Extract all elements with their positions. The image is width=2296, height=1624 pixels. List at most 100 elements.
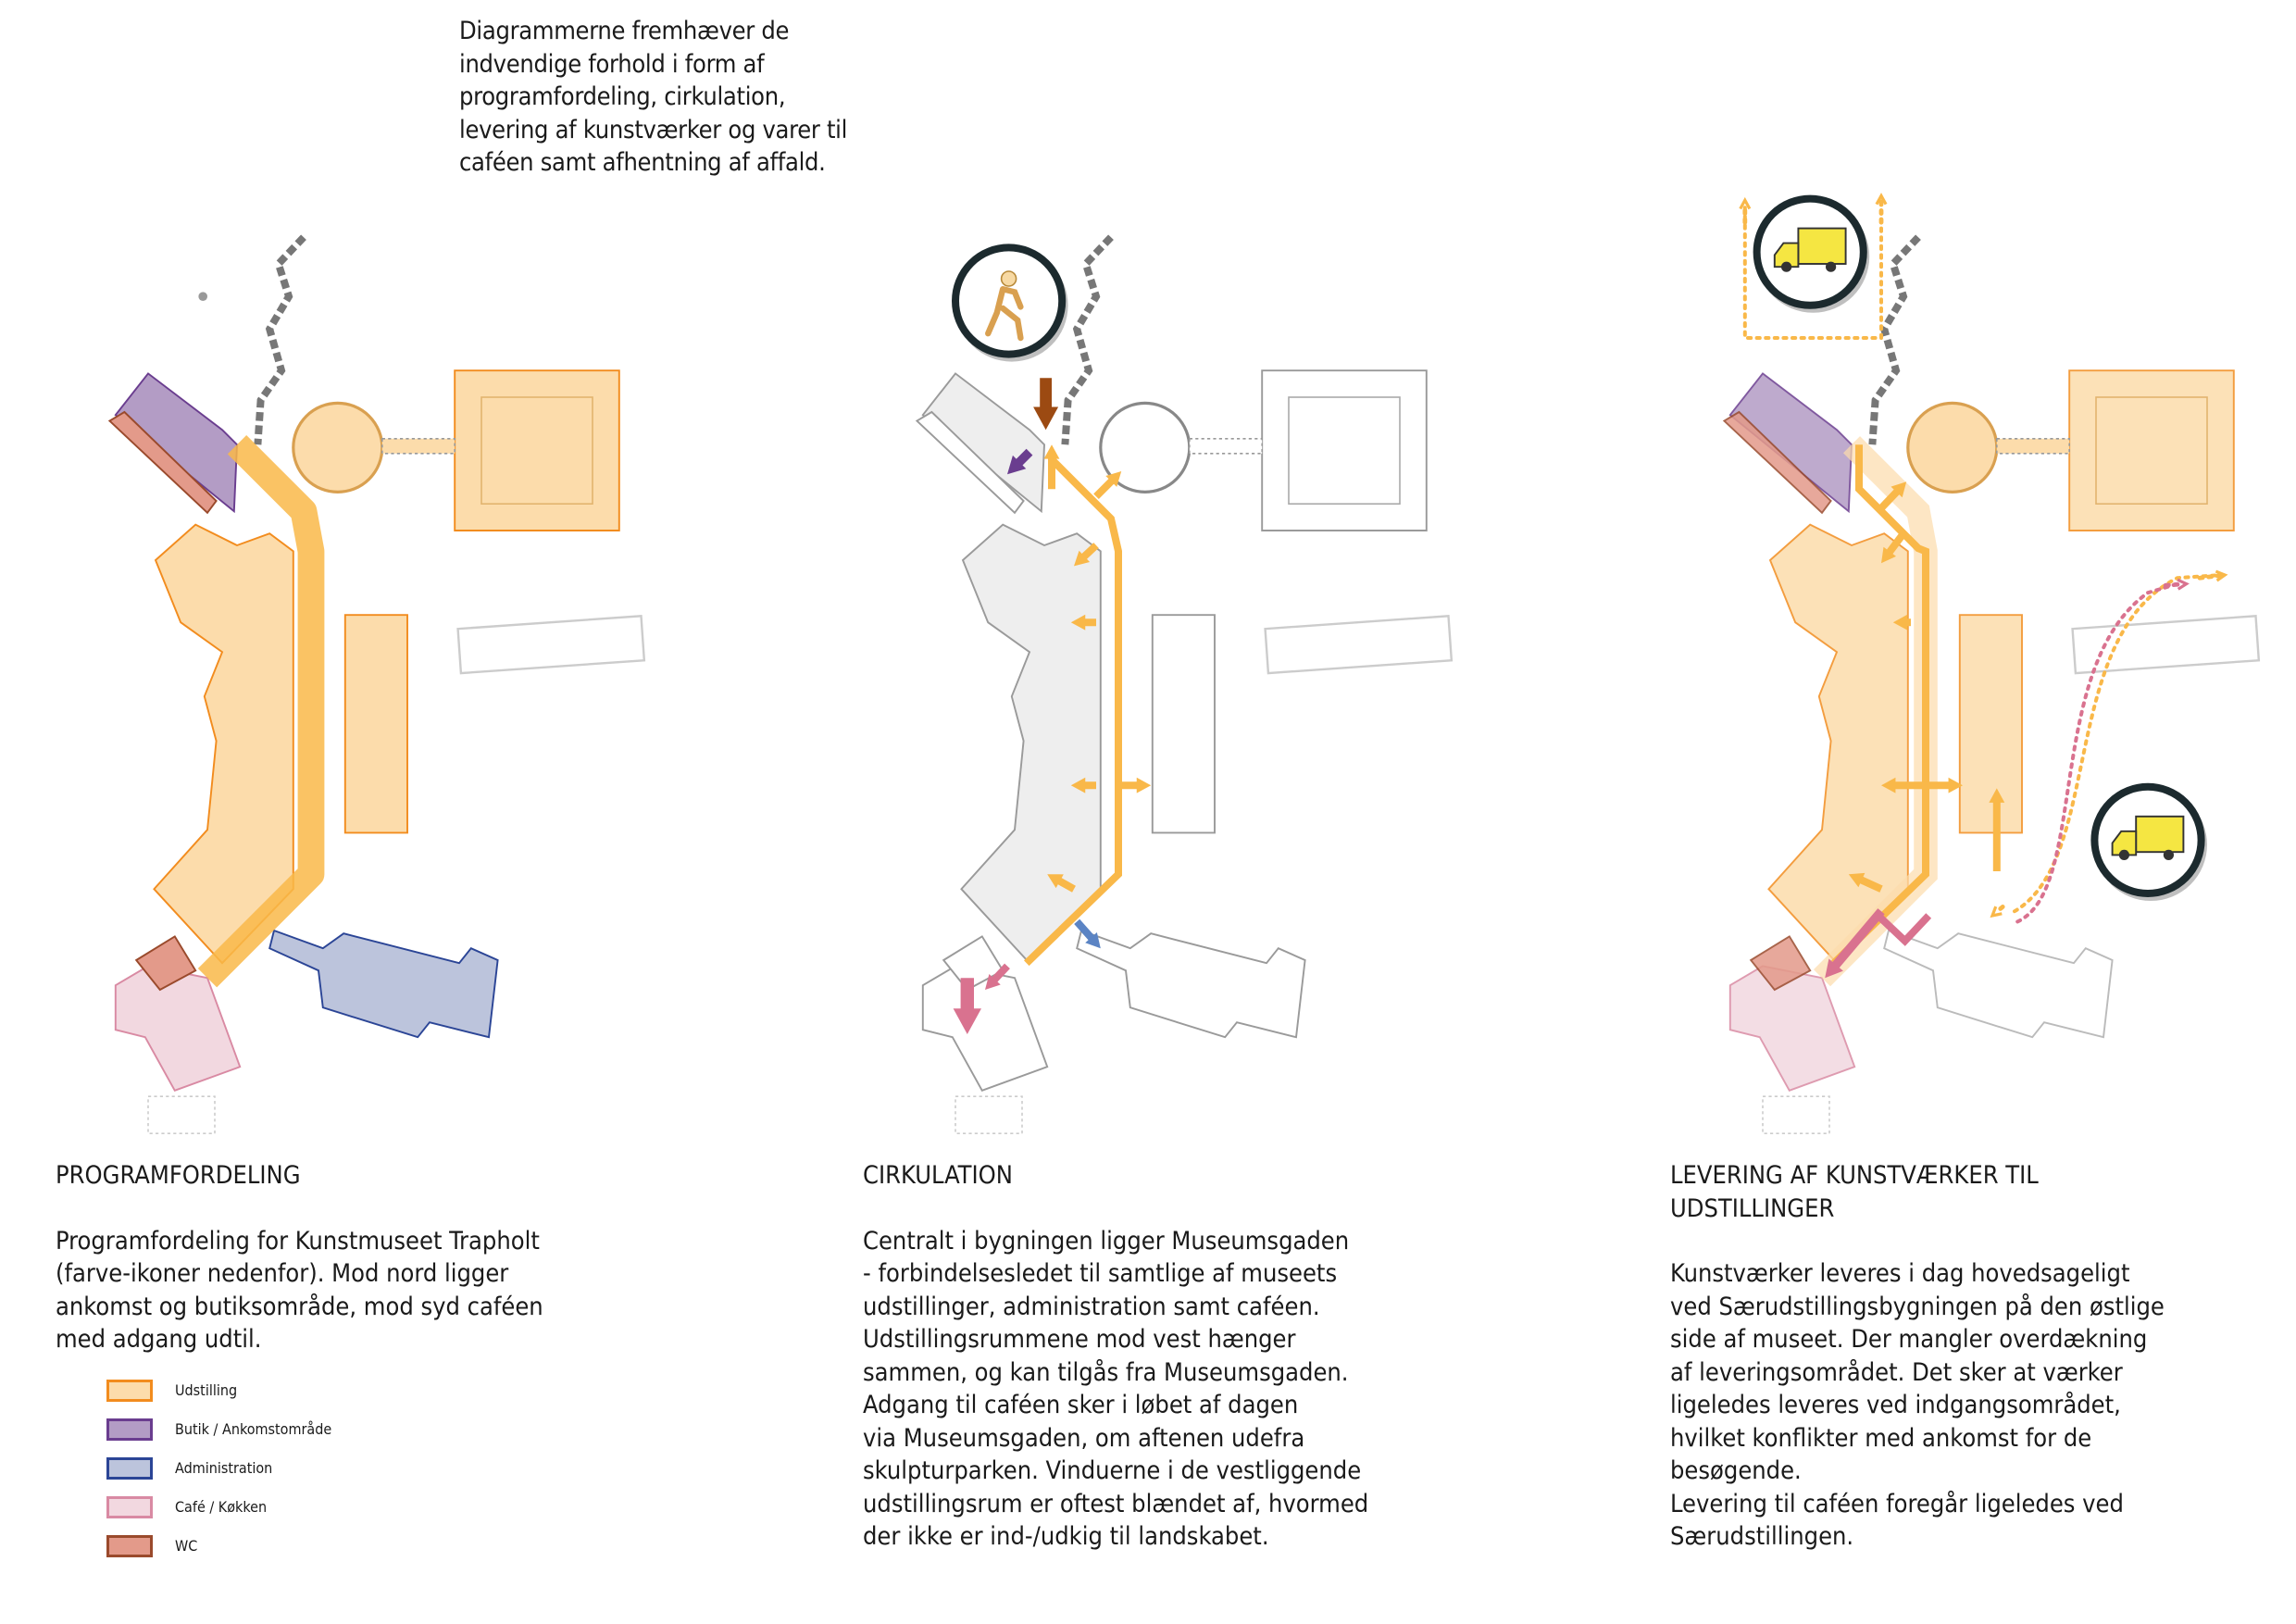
cafe-delivery-arrow [1828,908,1885,972]
delivery-arrow-head [1892,614,1908,631]
section-heading: PROGRAMFORDELING [56,1161,301,1190]
circulation-arrow-head [1070,777,1086,793]
room-gallery-west [153,523,294,965]
floor-plan [107,234,646,1134]
legend-item: Café / Køkken [106,1488,648,1527]
pedestrian-icon [952,244,1067,358]
delivery-arrow-head [1881,777,1896,793]
room-cafe [114,965,242,1092]
bridge [1996,438,2070,455]
truck-wheel [1826,261,1837,272]
cafe-delivery-path [1876,913,1932,946]
room-gallery-north [2068,369,2235,531]
body-line: Særudstillingen. [1670,1522,1854,1551]
outbuilding [456,615,646,675]
pedestrian-body [985,286,1024,342]
body-line: hvilket konflikter med ankomst for de [1670,1423,2092,1453]
north-route-arrow-head [1739,196,1752,210]
cafe-entry-arrow-head [953,1008,981,1034]
marker-dot [198,292,207,301]
truck-route-dotted [2013,573,2224,914]
truck-return-arrow-head [2177,578,2190,591]
legend-swatch [106,1379,153,1402]
body-line: Kunstværker leveres i dag hovedsageligt [1670,1259,2130,1288]
bridge [381,438,455,455]
legend-swatch [106,1534,153,1557]
room-wc-north [1722,410,1832,515]
body-line: - forbindelsesledet til samtlige af muse… [863,1259,1338,1288]
site-wall [254,234,306,445]
room-wc-south [1749,935,1812,992]
truck-cab [1773,242,1800,269]
room-gallery-west [1767,523,1909,965]
room-cafe [921,965,1049,1092]
body-line: Programfordeling for Kunstmuseet Traphol… [56,1226,540,1255]
legend-item: Administration [106,1449,648,1488]
truck-return-arrow [2163,581,2183,588]
delivery-arrow-head [1948,777,1963,793]
delivery-path [1831,444,1929,967]
room-shop [1728,372,1853,514]
room-gallery-east [343,614,408,834]
truck-box [2135,815,2185,854]
truck-wheel [2163,849,2174,860]
legend-item: WC [106,1527,648,1566]
column-cirkulation: CIRKULATION Centralt i bygningen ligger … [863,1159,1455,1554]
body-line: udstillinger, administration samt caféen… [863,1292,1320,1321]
circulation-arrow-head [1074,550,1091,567]
corridor-museumsgaden [197,435,325,988]
outbuilding [1264,615,1454,675]
terrace-steps [1762,1095,1830,1134]
north-delivery-route [1742,198,1883,340]
truck-wheel [1781,261,1792,272]
truck-arrival-arrow [1994,905,2005,915]
intro-line: programfordeling, cirkulation, [459,82,786,111]
circulation-arrow-head [1105,471,1122,487]
body-line: der ikke er ind-/udkig til landskabet. [863,1522,1269,1551]
outbuilding [2071,615,2261,675]
delivery-arrow-head [1848,872,1866,888]
floor-plan [915,234,1454,1134]
body-line: Adgang til caféen sker i løbet af dagen [863,1391,1299,1419]
body-line: sammen, og kan tilgås fra Museumsgaden. [863,1357,1349,1387]
body-line: med adgang udtil. [56,1325,262,1354]
room-admin [268,929,499,1039]
circulation-arrow-head [1047,874,1064,889]
room-wc-north [915,410,1025,515]
north-route-arrow-head [1875,193,1888,206]
body-line: ankomst og butiksområde, mod syd caféen [56,1292,543,1321]
legend-swatch [106,1495,153,1518]
delivery-arrow-head [1890,481,1907,498]
legend-label: Butik / Ankomstområde [175,1420,332,1438]
delivery-arrow-east-head [1989,788,2005,803]
legend-label: WC [175,1537,198,1555]
legend-item: Udstilling [106,1371,648,1410]
body-line: Levering til caféen foregår ligeledes ve… [1670,1489,2124,1518]
body-line: (farve-ikoner nedenfor). Mod nord ligger [56,1259,509,1288]
section-body: Centralt i bygningen ligger Museumsgaden… [863,1225,1455,1554]
delivery-arrow [1884,531,1907,558]
room-gallery-north [454,369,620,531]
section-body: Programfordeling for Kunstmuseet Traphol… [56,1225,648,1356]
room-cafe [1728,965,1856,1092]
room-admin [1883,929,2114,1039]
room-gallery-west [960,523,1102,965]
circulation-path [1024,456,1122,967]
intro-line: indvendige forhold i form af [459,49,765,79]
floor-plan [1722,193,2261,1134]
arrow-north-head [1043,444,1060,459]
truck-route-arrow [2197,573,2222,581]
truck-return-dotted [2015,581,2179,924]
truck-route-arrow-head [2215,569,2228,582]
room-wc-north [107,410,218,515]
shop-arrow-head [1007,455,1027,475]
rotunda [292,401,384,493]
heading-line: UDSTILLINGER [1670,1193,1835,1223]
legend-swatch [106,1456,153,1480]
legend-label: Administration [175,1459,273,1477]
room-gallery-east [1958,614,2023,834]
room-shop [114,372,238,514]
cafe-arrow-head [985,973,1001,990]
intro-line: caféen samt afhentning af affald. [459,148,826,177]
